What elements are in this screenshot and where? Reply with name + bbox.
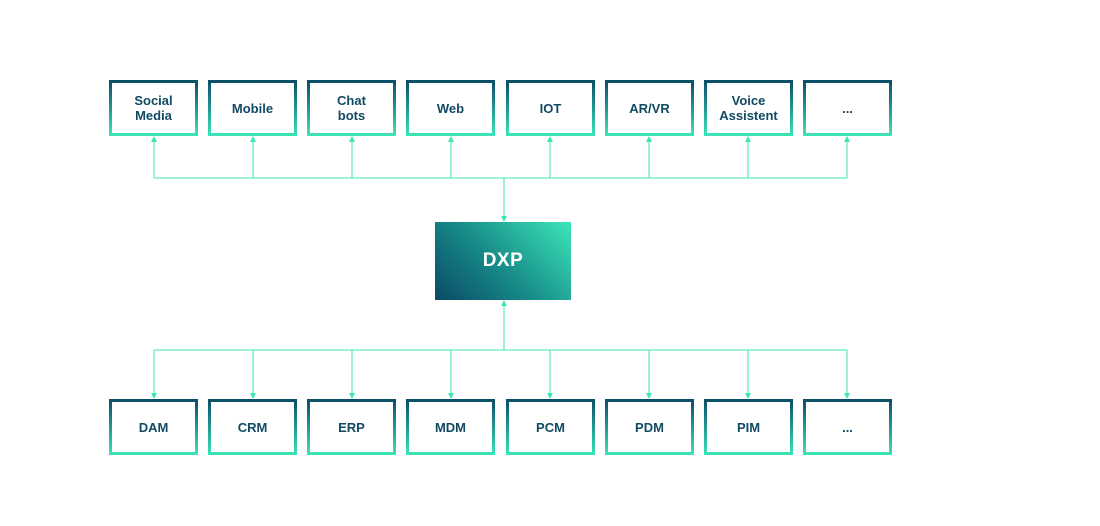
channel-label: Social Media [134, 93, 173, 123]
system-box-more: ... [803, 399, 892, 455]
system-label: CRM [237, 419, 268, 435]
channel-label: Voice Assistent [719, 93, 778, 123]
channel-box-chat-bots: Chat bots [307, 80, 396, 136]
system-label: MDM [434, 419, 467, 435]
system-label: DAM [138, 419, 169, 435]
system-label: ... [842, 419, 853, 435]
system-label: PIM [736, 419, 761, 435]
top-connectors [151, 136, 850, 222]
system-box-crm: CRM [208, 399, 297, 455]
system-label: PDM [635, 419, 664, 435]
channel-box-social-media: Social Media [109, 80, 198, 136]
system-label: ERP [338, 419, 365, 435]
channel-box-mobile: Mobile [208, 80, 297, 136]
channel-label: AR/VR [629, 100, 670, 116]
system-box-pim: PIM [704, 399, 793, 455]
channel-box-iot: IOT [506, 80, 595, 136]
channel-label: Chat bots [337, 93, 366, 123]
channel-box-voice-assistent: Voice Assistent [704, 80, 793, 136]
bottom-connectors [151, 300, 850, 399]
system-box-pdm: PDM [605, 399, 694, 455]
system-label: PCM [536, 419, 565, 435]
system-box-dam: DAM [109, 399, 198, 455]
system-box-pcm: PCM [506, 399, 595, 455]
channel-label: Mobile [231, 100, 274, 116]
channel-label: Web [436, 100, 465, 116]
system-box-erp: ERP [307, 399, 396, 455]
channel-box-web: Web [406, 80, 495, 136]
channel-box-ar-vr: AR/VR [605, 80, 694, 136]
channel-label: ... [842, 100, 853, 116]
dxp-box: DXP [435, 222, 571, 300]
channel-box-more: ... [803, 80, 892, 136]
dxp-label: DXP [482, 250, 524, 271]
system-box-mdm: MDM [406, 399, 495, 455]
channel-label: IOT [539, 100, 562, 116]
